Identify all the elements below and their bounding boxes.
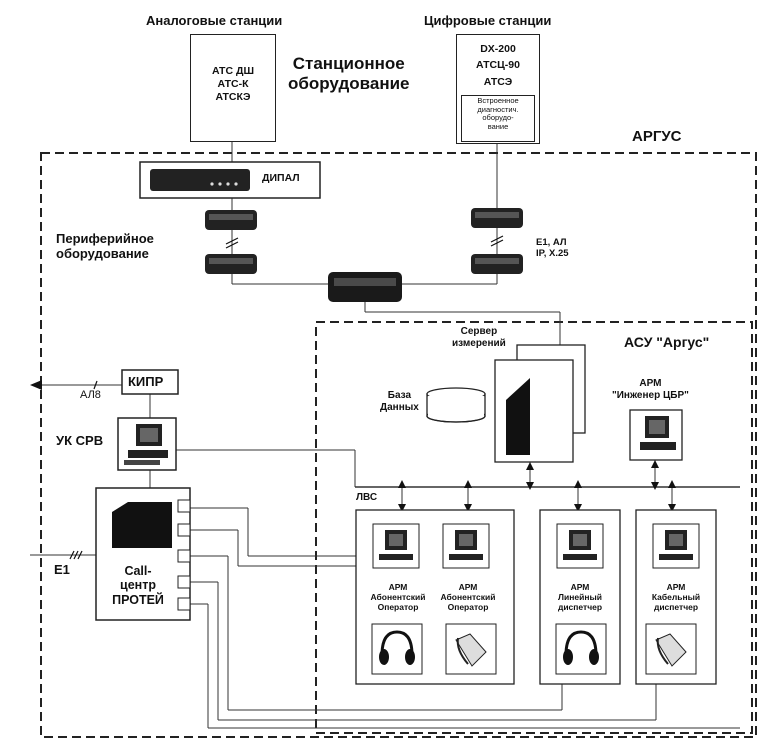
dipal-device <box>139 161 321 199</box>
telephone-icon <box>445 623 497 675</box>
asu-boundary <box>315 321 753 734</box>
al8-label: АЛ8 <box>80 389 101 401</box>
database-label: База Данных <box>380 390 419 413</box>
analog-station-3: АТСКЭ <box>215 91 251 104</box>
digital-station-2: АТСЦ-90 <box>476 59 520 72</box>
database-icon <box>426 387 486 423</box>
digital-stations-box: DX-200 АТСЦ-90 АТСЭ Встроенное диагности… <box>456 34 540 144</box>
modem-icon <box>471 254 523 274</box>
call-center-box <box>95 487 191 621</box>
dipal-label: ДИПАЛ <box>262 172 300 184</box>
builtin-diagnostics-box: Встроенное диагностич. оборудо- вание <box>461 95 535 142</box>
peripheral-equipment-label: Периферийное оборудование <box>56 231 154 261</box>
computer-icon <box>372 523 420 569</box>
modem-icon <box>471 208 523 228</box>
asu-title: АСУ "Аргус" <box>624 334 710 350</box>
e1-label: E1 <box>54 562 70 577</box>
arm-engineer-label: АРМ "Инженер ЦБР" <box>612 378 689 401</box>
modem-icon <box>205 254 257 274</box>
computer-icon <box>442 523 490 569</box>
digital-stations-title: Цифровые станции <box>424 13 552 28</box>
lvs-label: ЛВС <box>356 492 378 503</box>
lan-arrows <box>398 460 676 512</box>
analog-station-2: АТС-К <box>217 78 249 91</box>
argus-title: АРГУС <box>632 128 682 145</box>
server-icon <box>494 344 586 463</box>
computer-icon <box>629 409 683 461</box>
al8-arrow <box>30 380 42 390</box>
uk-srv-label: УК СРВ <box>56 433 104 448</box>
digital-station-3: АТСЭ <box>483 75 513 88</box>
argus-boundary <box>40 152 757 738</box>
kipr-box <box>121 369 179 395</box>
analog-station-1: АТС ДШ <box>211 65 254 77</box>
computer-icon <box>652 523 700 569</box>
interfaces-label: E1, АЛ IP, X.25 <box>536 237 569 259</box>
modem-icon <box>328 272 402 302</box>
headset-icon <box>371 623 423 675</box>
digital-station-1: DX-200 <box>480 43 516 55</box>
telephone-icon <box>645 623 697 675</box>
call-center-label: Call- центр ПРОТЕЙ <box>112 564 164 607</box>
headset-icon <box>555 623 607 675</box>
computer-icon <box>556 523 604 569</box>
analog-stations-box: АТС ДШ АТС-К АТСКЭ <box>190 34 276 142</box>
server-label: Сервер измерений <box>452 326 506 349</box>
analog-stations-title: Аналоговые станции <box>146 13 283 28</box>
break-marks <box>69 235 504 560</box>
station-equipment-label: Станционное оборудование <box>288 54 410 93</box>
computer-icon <box>117 417 177 471</box>
modem-icon <box>205 210 257 230</box>
kipr-label: КИПР <box>128 374 164 389</box>
